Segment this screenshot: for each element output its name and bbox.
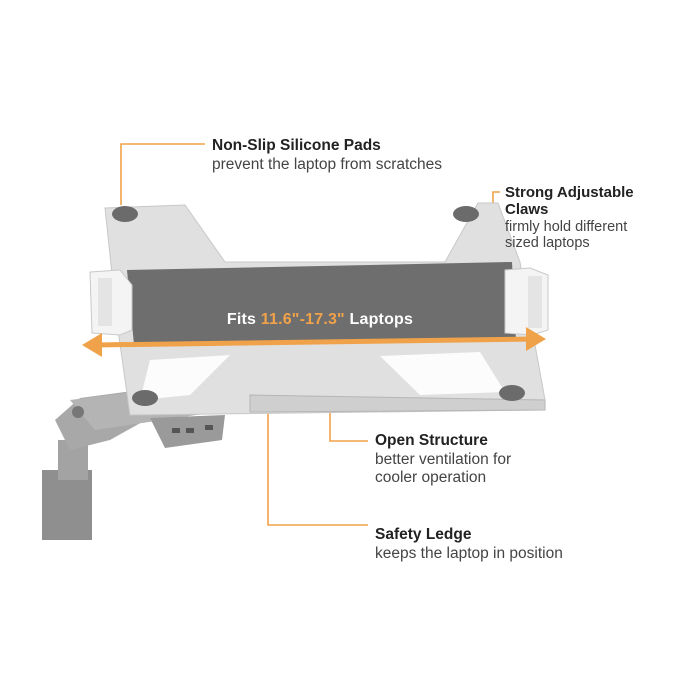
silicone-pad-bottom-right [499, 385, 525, 401]
fits-prefix: Fits [226, 311, 261, 328]
callout-safety-ledge: Safety Ledge keeps the laptop in positio… [375, 526, 675, 563]
callout-description-line2: cooler operation [375, 469, 487, 487]
adjustable-claws [89, 267, 549, 336]
callout-description: keeps the laptop in position [375, 544, 563, 562]
callout-title: Non-Slip Silicone Pads [212, 137, 381, 154]
silicone-pad-top-left [112, 206, 138, 222]
callout-adjustable-claws: Strong Adjustable Claws firmly hold diff… [505, 184, 695, 252]
leader-line-pads [120, 143, 205, 205]
leader-line-ledge [267, 410, 368, 526]
silicone-pad-bottom-left [132, 390, 158, 406]
callout-description: prevent the laptop from scratches [212, 155, 443, 173]
callout-description-line1: firmly hold different [505, 218, 628, 235]
callout-title-line1: Strong Adjustable [505, 184, 634, 201]
callout-open-structure: Open Structure better ventilation for co… [375, 432, 675, 488]
silicone-pad-top-right [453, 206, 479, 222]
callout-title-line2: Claws [505, 201, 549, 219]
leader-lines [120, 143, 500, 526]
callout-title: Safety Ledge [375, 526, 472, 543]
callout-silicone-pads: Non-Slip Silicone Pads prevent the lapto… [212, 137, 532, 174]
arrow-right-head-icon [526, 327, 546, 351]
callout-description-line2: sized laptops [505, 235, 590, 252]
callout-title: Open Structure [375, 432, 488, 449]
fits-range: 11.6"-17.3" [260, 311, 345, 328]
callout-description-line1: better ventilation for [375, 450, 512, 468]
size-arrow [82, 327, 546, 357]
arrow-left-head-icon [82, 333, 102, 357]
laptop-tray [104, 202, 546, 416]
fits-suffix: Laptops [344, 311, 414, 328]
fits-size-label: Fits 11.6"-17.3" Laptops [170, 311, 470, 329]
